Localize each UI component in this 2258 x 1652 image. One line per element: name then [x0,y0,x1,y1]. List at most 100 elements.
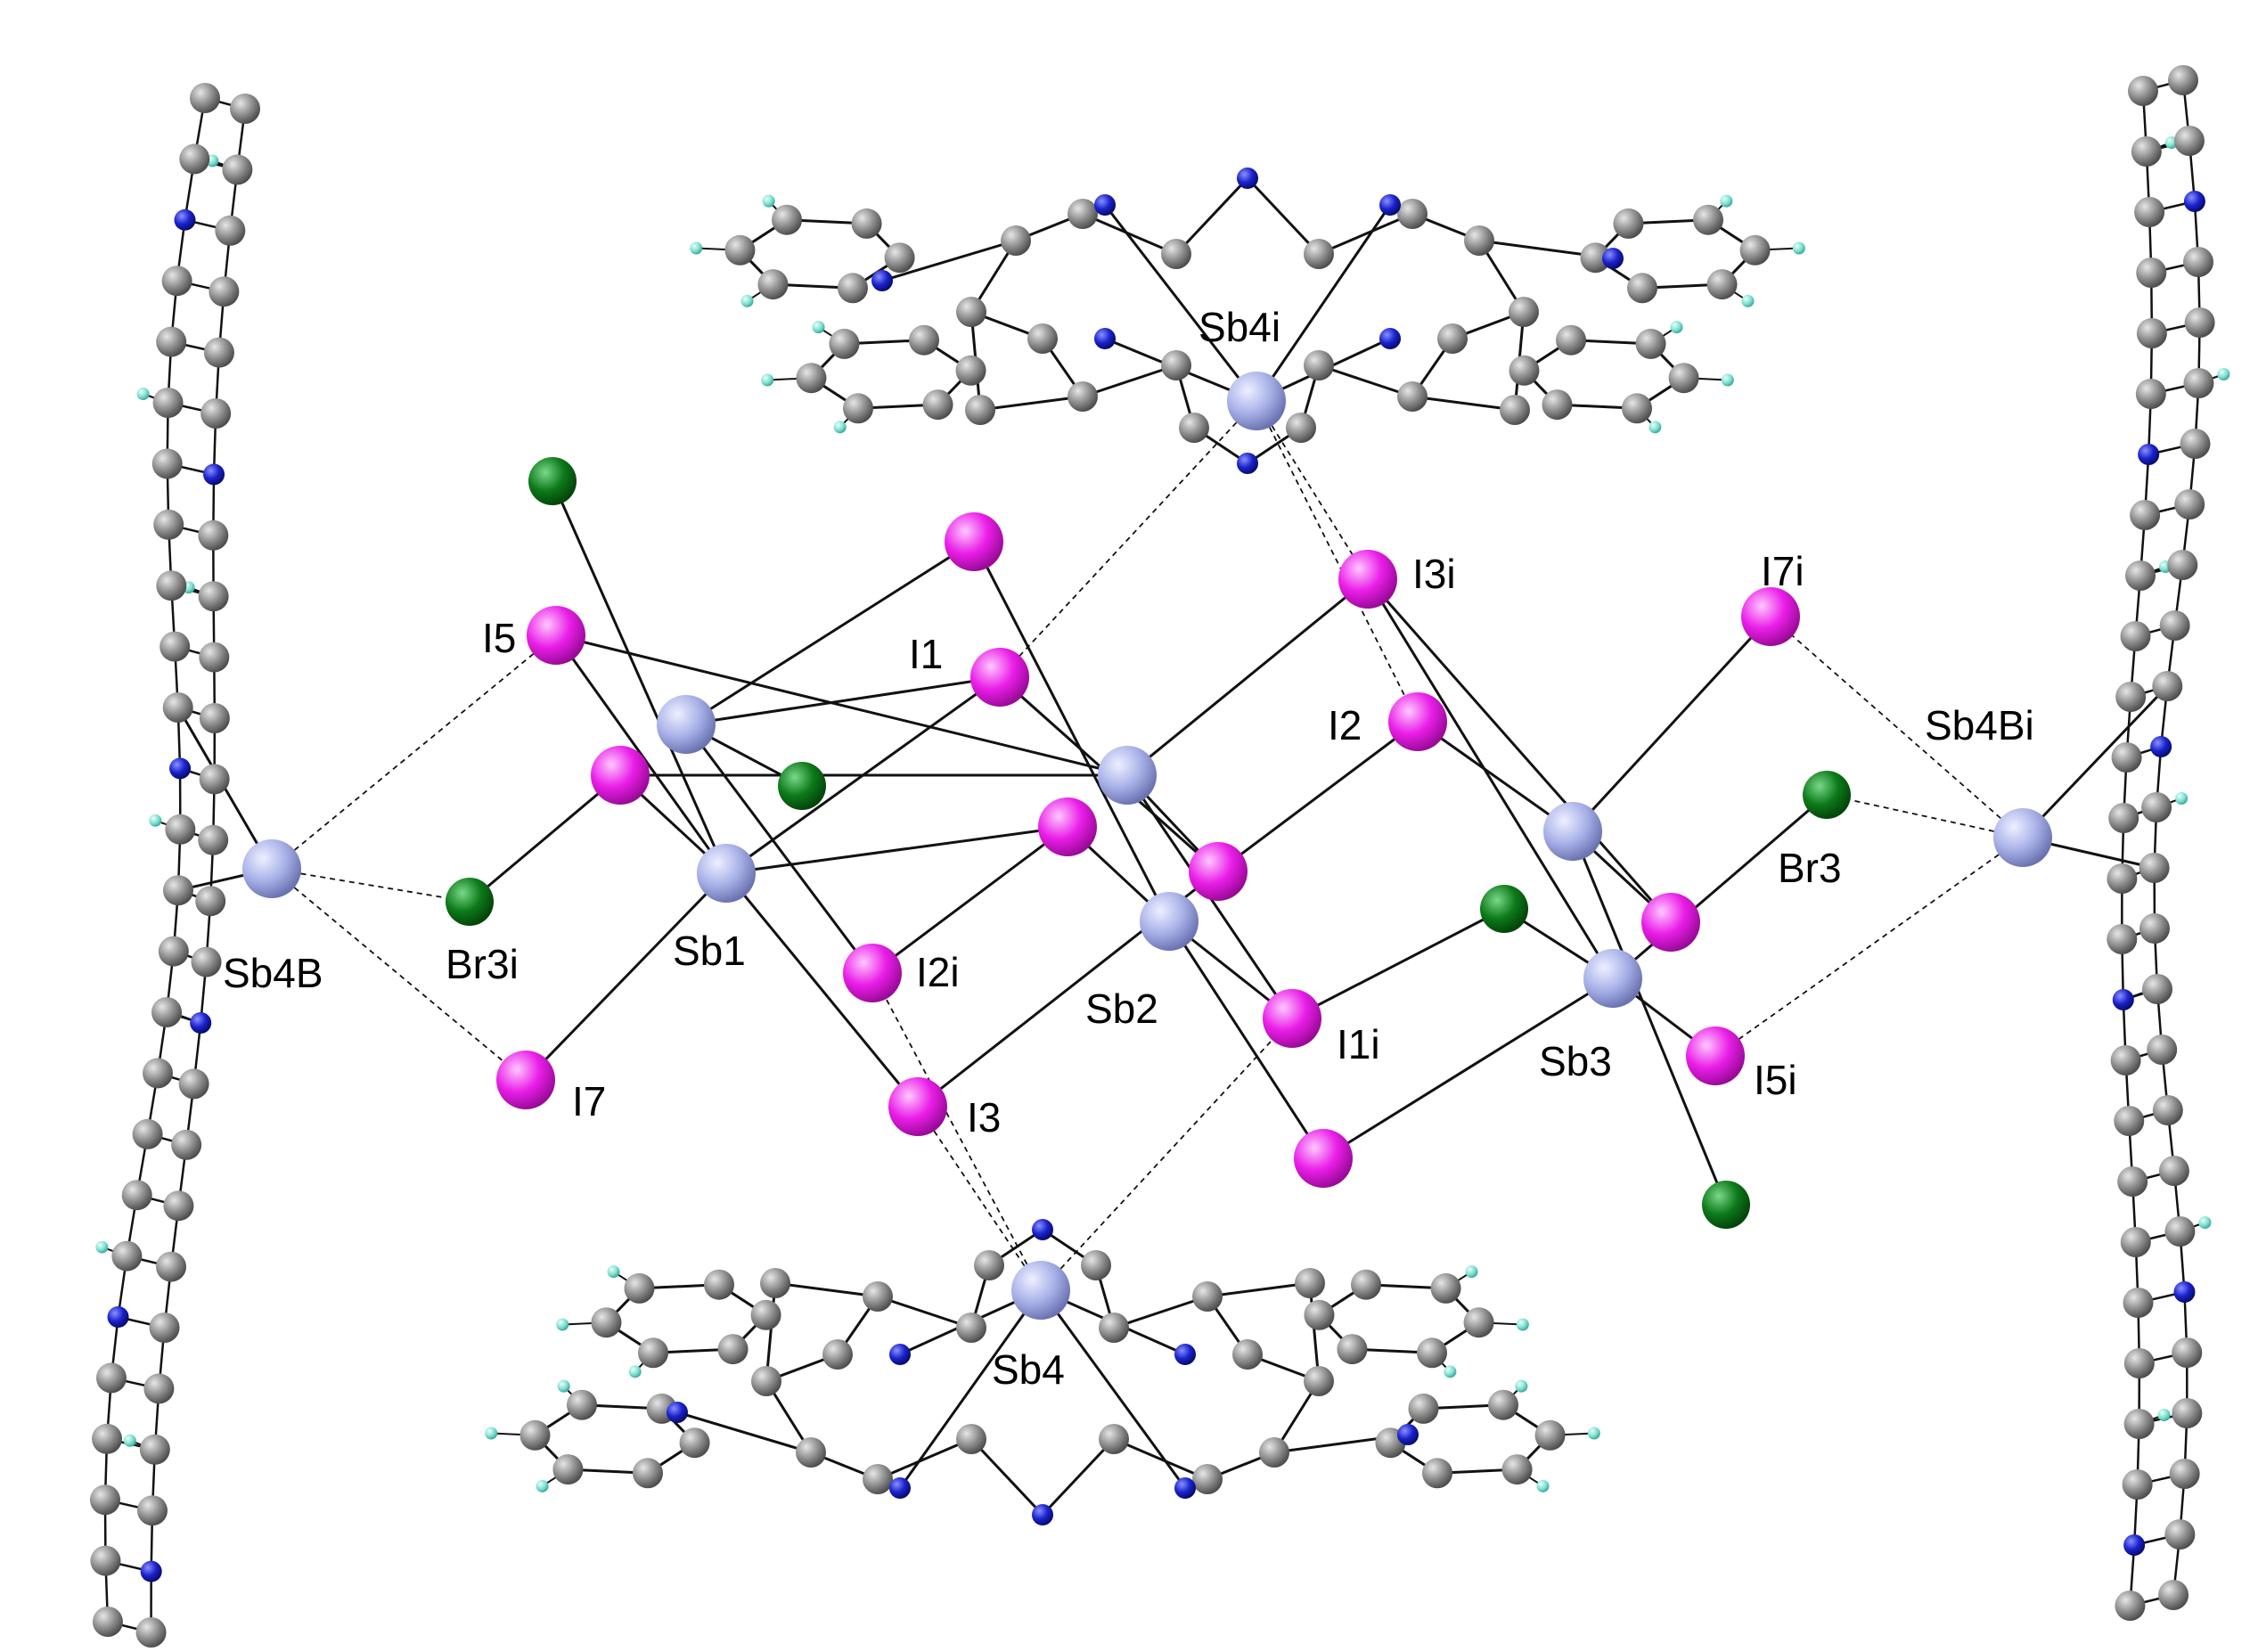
contact-line [999,400,1257,678]
hydrogen-atom [1515,1379,1528,1393]
carbon-atom [1304,1299,1335,1330]
carbon-atom [1692,204,1723,235]
bond [1082,364,1177,398]
nitrogen-atom [140,1560,162,1582]
carbon-atom [955,355,986,386]
bond [1571,830,1728,1206]
bond [1318,364,1413,398]
bond [1041,1437,1116,1517]
hydrogen-atom [762,194,775,208]
bond [1318,212,1413,256]
hydrogen-atom [628,1365,642,1378]
bond [871,825,1068,975]
carbon-atom [1081,1250,1111,1280]
carbon-atom [772,204,803,235]
hydrogen-atom [1516,1318,1529,1331]
carbon-atom [2169,1459,2200,1489]
carbon-atom [1068,381,1098,412]
carbon-atom [922,389,953,421]
carbon-atom [2123,1348,2155,1378]
carbon-atom [199,642,230,673]
nitrogen-atom [1174,1344,1196,1365]
nitrogen-atom [1602,248,1624,269]
hydrogen-atom [1587,1427,1600,1440]
bond [555,634,1128,777]
carbon-atom [2139,913,2170,944]
carbon-atom [1192,1281,1223,1312]
carbon-atom [152,388,184,418]
carbon-atom [121,1180,152,1211]
carbon-atom [703,1269,734,1300]
label-i3: I3 [967,1094,1001,1141]
hydrogen-atom [2175,792,2188,805]
label-sb3: Sb3 [1539,1038,1612,1084]
antimony-atom [1098,746,1157,805]
carbon-atom [2136,258,2167,288]
contact-line [871,972,1042,1291]
carbon-atom [199,764,230,795]
bond [1571,615,1772,833]
carbon-atom [1501,1454,1533,1485]
carbon-atom [151,997,183,1027]
hydrogen-atom [136,388,150,400]
hydrogen-atom [2198,1216,2212,1229]
carbon-atom [2108,803,2139,833]
carbon-atom [156,570,187,601]
antimony-atom [1543,802,1602,861]
contact-line [1826,794,2024,838]
bond [1308,1282,1321,1382]
carbon-atom [520,1419,551,1451]
carbon-atom [796,1437,826,1468]
carbon-atom [1286,413,1316,443]
hydrogen-atom [2157,1409,2171,1421]
hydrogen-atom [833,421,847,434]
label-sb4b: Sb4B [223,950,323,996]
bond [1366,578,1673,923]
carbon-atom [165,814,196,845]
carbon-atom [2134,197,2165,227]
iodine-atom [1294,1129,1353,1188]
carbon-atom [1437,323,1468,354]
bond [685,675,1001,726]
hydrogen-atom [690,241,703,255]
carbon-atom [1161,239,1191,269]
carbon-atom [822,1339,853,1370]
label-sb4bi: Sb4Bi [1925,702,2034,748]
label-i5: I5 [482,615,516,661]
carbon-atom [1068,199,1098,229]
nitrogen-atom [1397,1424,1419,1445]
bond [765,1282,777,1382]
carbon-atom [829,328,860,359]
bond [554,634,728,874]
label-i1: I1 [909,631,943,677]
label-i3i: I3i [1412,551,1456,597]
nitrogen-atom [2123,1534,2146,1556]
bond [1417,720,1574,833]
carbon-atom [724,234,756,266]
bond [1322,977,1614,1160]
label-i5i: I5i [1754,1057,1797,1103]
carbon-atom [198,581,229,612]
carbon-atom [2107,924,2138,954]
iodine-atom [1038,797,1097,856]
nitrogen-atom [1174,1477,1196,1499]
contact-line [917,1106,1042,1291]
carbon-atom [750,1299,781,1330]
bond [972,541,1171,922]
label-i2i: I2i [916,949,960,995]
nitrogen-atom [2112,989,2134,1010]
hydrogen-atom [1741,294,1755,307]
label-i2: I2 [1328,702,1362,748]
carbon-atom [153,509,184,540]
carbon-atom [95,1362,127,1394]
carbon-atom [956,1424,986,1454]
carbon-atom [143,1373,175,1404]
bond [1366,578,1615,979]
hydrogen-atom [1465,1265,1478,1279]
carbon-atom [2152,1095,2183,1125]
bond [725,825,1068,875]
bromine-atom [778,762,826,810]
carbon-atom [796,363,827,394]
bond [1113,1295,1208,1329]
carbon-atom [92,1607,123,1637]
